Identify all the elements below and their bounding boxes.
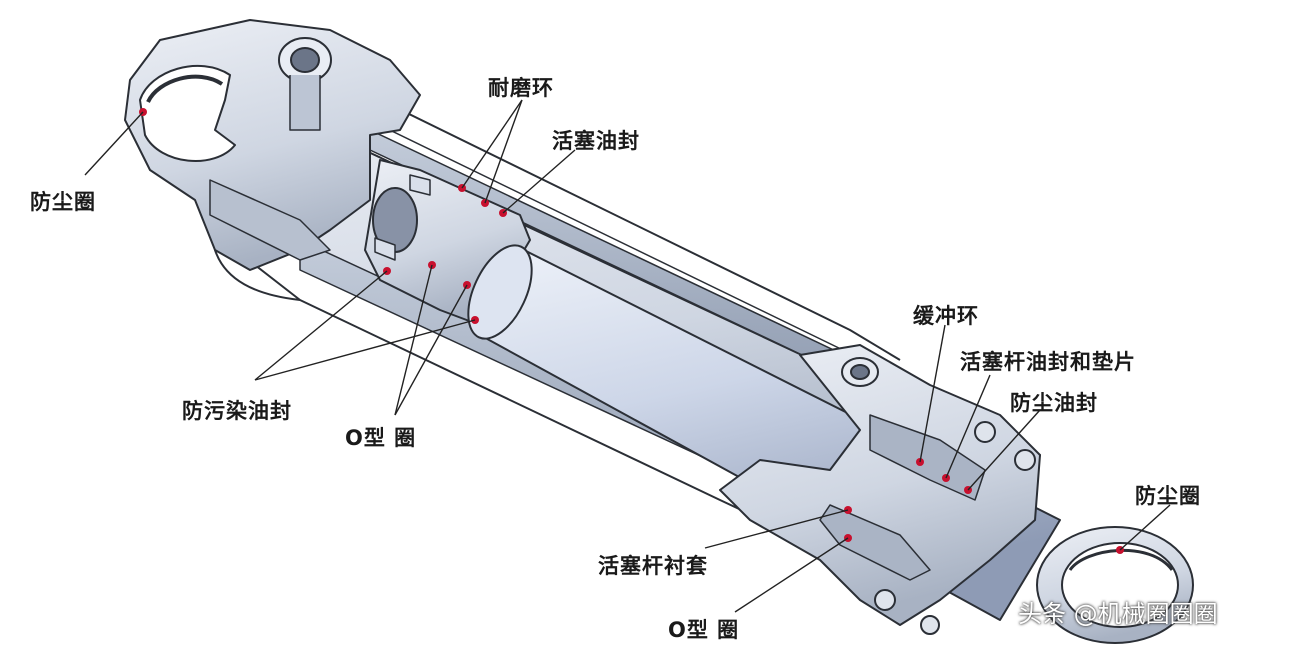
label-dust-seal: 防尘油封 — [1010, 391, 1098, 415]
label-buffer-ring: 缓冲环 — [913, 304, 979, 328]
rod-end-eye — [1036, 526, 1194, 644]
bolt-icon — [974, 421, 996, 443]
rear-cap — [124, 19, 421, 301]
label-piston-seal: 活塞油封 — [552, 129, 640, 153]
label-rod-seal-gasket: 活塞杆油封和垫片 — [960, 350, 1136, 374]
bolt-icon — [874, 589, 896, 611]
leader-lines — [84, 99, 1171, 613]
bolt-icon — [920, 615, 940, 635]
label-o-ring-left: O型 圈 — [345, 426, 417, 450]
watermark: 头条 @机械圈圈圈 — [1018, 600, 1218, 628]
bolt-icon — [1014, 449, 1036, 471]
label-dust-ring-left: 防尘圈 — [30, 190, 96, 214]
label-wear-ring: 耐磨环 — [488, 76, 554, 100]
label-anti-contamination-seal: 防污染油封 — [182, 399, 292, 423]
label-dust-ring-right: 防尘圈 — [1135, 484, 1201, 508]
label-o-ring-bottom: O型 圈 — [668, 618, 740, 642]
label-rod-bushing: 活塞杆衬套 — [598, 554, 708, 578]
